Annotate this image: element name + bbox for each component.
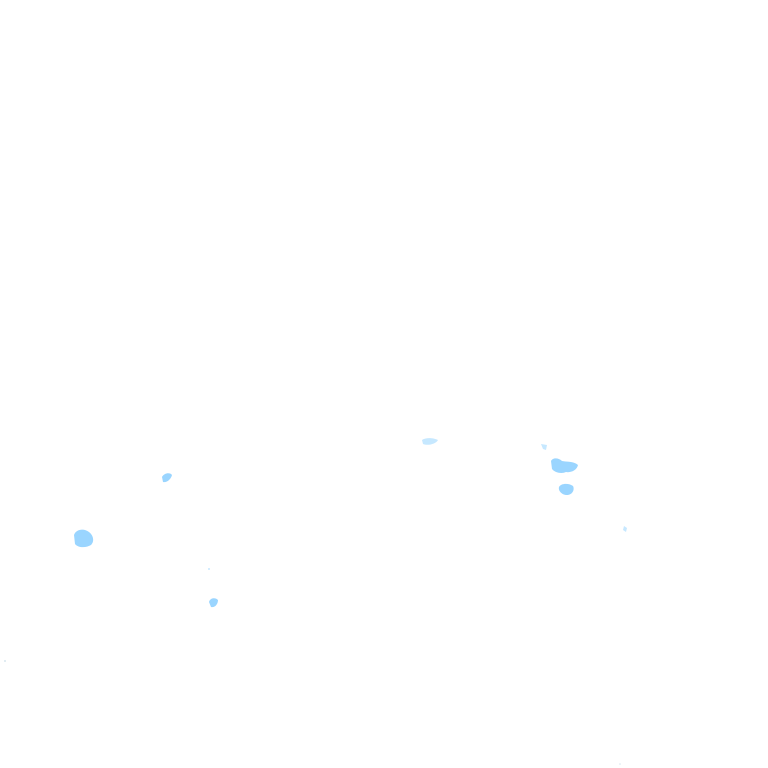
- water-feature: [551, 458, 578, 473]
- water-feature: [619, 763, 621, 765]
- water-feature: [558, 483, 574, 495]
- water-feature: [162, 473, 172, 483]
- water-feature: [209, 598, 218, 608]
- water-features: [4, 438, 627, 765]
- water-feature: [4, 660, 6, 662]
- water-feature: [74, 529, 94, 548]
- water-feature: [422, 438, 438, 445]
- water-feature: [541, 444, 547, 450]
- water-feature: [623, 526, 627, 532]
- water-feature: [208, 568, 210, 570]
